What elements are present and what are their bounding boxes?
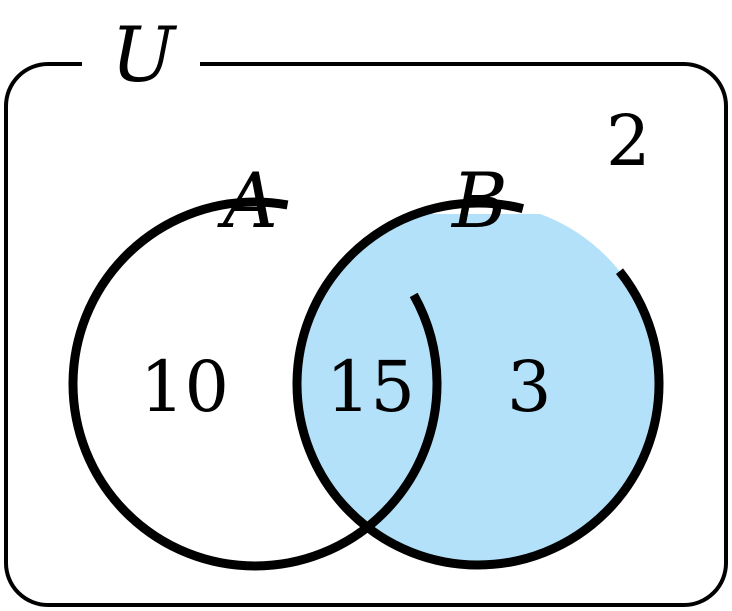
- universe-outside-count: 2: [606, 100, 651, 182]
- universe-label: U: [111, 10, 178, 99]
- set-a-only-count: 10: [140, 346, 229, 428]
- set-b-circle: [292, 198, 664, 570]
- set-b-label: B: [450, 156, 508, 245]
- set-b-region: [297, 203, 659, 565]
- set-b-only-count: 3: [507, 346, 552, 428]
- set-a-label: A: [217, 156, 278, 245]
- set-b-fill-patch: [432, 214, 540, 242]
- universe-label-gap: [82, 46, 200, 82]
- intersection-count: 15: [326, 346, 415, 428]
- set-a-circle: [68, 197, 442, 571]
